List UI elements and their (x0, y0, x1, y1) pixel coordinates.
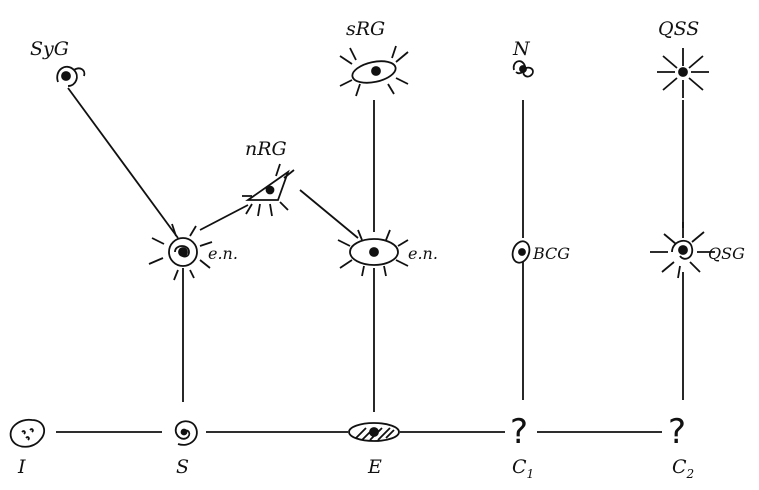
label-n: N (513, 40, 530, 59)
label-c2-main: C (672, 456, 687, 478)
label-i: I (18, 458, 26, 477)
n-nucleus-icon (514, 61, 533, 76)
line-syg-to-s-en (68, 88, 178, 238)
qss-quasar-icon (657, 48, 709, 98)
label-c1: C1 (512, 458, 534, 480)
line-s-en-to-nrg (200, 205, 248, 230)
nrg-radio-galaxy-icon (242, 164, 294, 216)
label-qsg: QSG (708, 246, 745, 262)
spiral-active-nucleus-icon (149, 224, 212, 280)
label-e: E (368, 458, 382, 477)
label-c1-sub: 1 (527, 467, 535, 481)
irregular-galaxy-icon (11, 420, 45, 447)
label-c2-sub: 2 (687, 467, 695, 481)
syg-galaxy-icon (57, 67, 84, 86)
label-nrg: nRG (245, 140, 287, 159)
question-mark-c1: ? (510, 415, 528, 449)
label-bcg: BCG (533, 246, 570, 262)
label-qss: QSS (658, 20, 699, 39)
label-c1-main: C (512, 456, 527, 478)
label-en-elliptical: e.n. (408, 246, 438, 262)
label-s: S (176, 458, 189, 477)
label-c2: C2 (672, 458, 694, 480)
line-nrg-to-e-en (300, 190, 358, 238)
spiral-galaxy-icon (176, 421, 197, 445)
qsg-quasar-galaxy-icon (650, 222, 715, 278)
elliptical-active-nucleus-icon (338, 230, 408, 276)
label-srg: sRG (346, 20, 385, 39)
bcg-galaxy-icon (510, 239, 533, 265)
question-mark-c2: ? (668, 415, 686, 449)
elliptical-galaxy-icon (349, 423, 399, 441)
label-en-spiral: e.n. (208, 246, 238, 262)
label-syg: SyG (30, 40, 69, 59)
srg-radio-galaxy-icon (340, 46, 408, 96)
